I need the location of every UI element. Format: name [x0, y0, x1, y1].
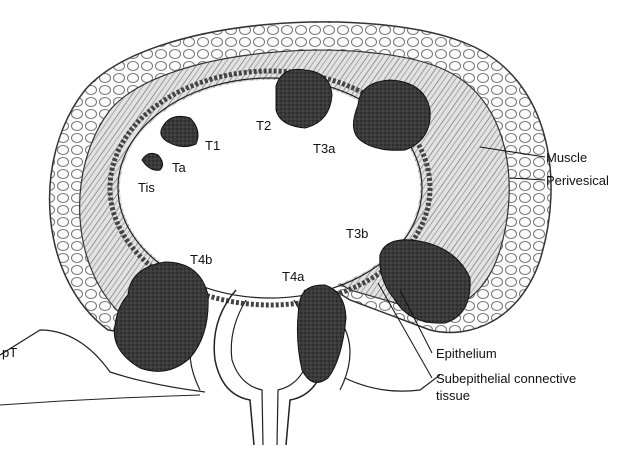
label-t3b: T3b [346, 226, 368, 241]
label-epithelium: Epithelium [436, 346, 497, 361]
label-tis: Tis [138, 180, 155, 195]
label-muscle: Muscle [546, 150, 587, 165]
label-ta: Ta [172, 160, 187, 175]
label-pt: pT [2, 345, 17, 360]
label-perivesical: Perivesical [546, 173, 609, 188]
label-subepithelial-line2: tissue [436, 388, 470, 403]
label-t4b: T4b [190, 252, 212, 267]
label-t3a: T3a [313, 141, 336, 156]
pelvic-outline [0, 330, 440, 405]
tumor-t4a [297, 285, 346, 383]
tumor-t3a [353, 80, 430, 150]
label-t1: T1 [205, 138, 220, 153]
label-t2: T2 [256, 118, 271, 133]
label-t4a: T4a [282, 269, 305, 284]
label-subepithelial-line1: Subepithelial connective [436, 371, 576, 386]
